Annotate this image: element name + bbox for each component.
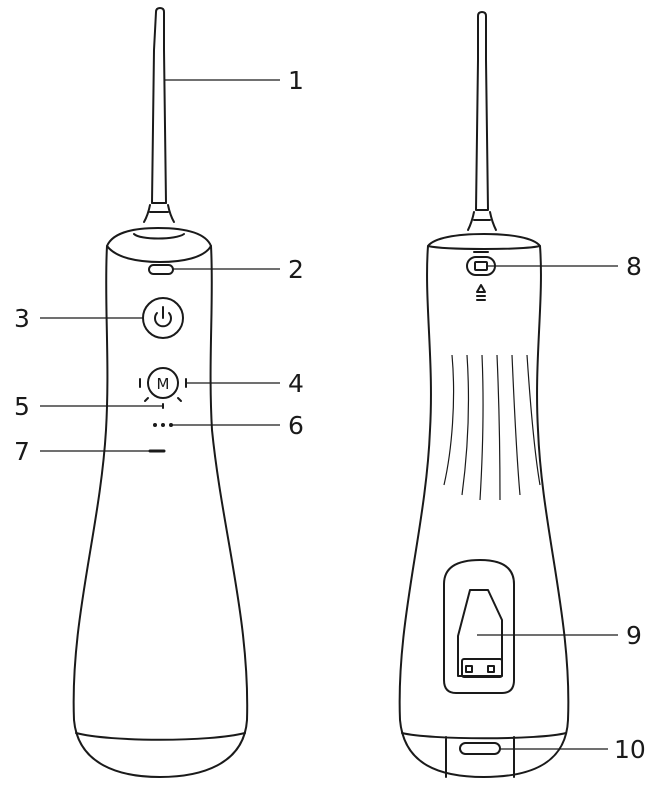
back-bottom-band <box>401 732 567 778</box>
callout-5: 5 <box>14 392 30 421</box>
callout-2: 2 <box>288 255 304 284</box>
mode-tick-bl <box>144 397 149 402</box>
grip-ridge-4 <box>496 354 501 501</box>
front-nozzle <box>151 7 167 204</box>
power-icon <box>154 306 172 328</box>
callout-8: 8 <box>626 252 642 281</box>
front-leaders <box>40 79 280 452</box>
mode-tick-br <box>177 397 182 402</box>
back-view <box>398 11 570 778</box>
back-nozzle-collar <box>467 211 497 231</box>
front-body <box>72 227 249 778</box>
grip-ridge-2 <box>461 354 469 496</box>
front-nozzle-collar <box>143 202 175 223</box>
callout-4: 4 <box>288 369 304 398</box>
mode-button[interactable] <box>147 367 179 399</box>
indicator-dot-1 <box>153 423 157 427</box>
grip-ridge-1 <box>443 354 455 486</box>
front-view: M <box>72 7 249 778</box>
front-top-cap <box>106 233 212 263</box>
callout-1: 1 <box>288 66 304 95</box>
back-dock-recess <box>443 559 515 694</box>
back-nozzle <box>475 11 489 211</box>
grip-ridge-6 <box>526 354 541 486</box>
front-bottom-band <box>75 732 246 741</box>
release-latch-inner <box>474 261 488 271</box>
back-top-rim <box>427 245 541 250</box>
charging-port <box>459 742 501 755</box>
indicator-dot-2 <box>161 423 165 427</box>
back-dock-clip <box>461 658 503 678</box>
callout-7: 7 <box>14 437 30 466</box>
mode-button-glyph: M <box>157 375 170 393</box>
grip-ridge-5 <box>511 354 521 496</box>
callout-6: 6 <box>288 411 304 440</box>
back-body <box>398 233 570 778</box>
back-dock-clip-feet <box>465 665 495 673</box>
callout-9: 9 <box>626 621 642 650</box>
front-indicator-slot <box>148 264 174 275</box>
back-leaders <box>477 265 618 750</box>
eject-icon <box>476 284 486 301</box>
grip-ridge-3 <box>479 354 484 501</box>
callout-3: 3 <box>14 304 30 333</box>
callout-10: 10 <box>614 735 646 764</box>
back-dock-inner <box>457 589 503 677</box>
